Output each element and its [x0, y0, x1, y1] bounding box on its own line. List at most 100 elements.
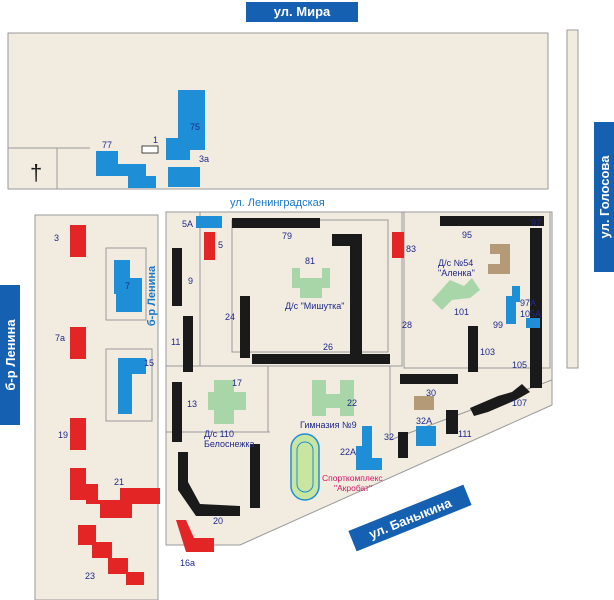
street-label-leningradskaya: ул. Ленинградская: [230, 197, 325, 209]
building-20b: [250, 444, 260, 508]
building-5A: [196, 216, 222, 228]
label-ds-mishutka: Д/с "Мишутка": [285, 301, 345, 311]
label-77: 77: [102, 140, 112, 150]
label-sport2: "Акробат": [334, 483, 372, 493]
building-32: [398, 432, 408, 458]
church-icon: †: [30, 160, 42, 185]
building-99: [506, 296, 516, 324]
street-label-lenina: б-р Ленина: [3, 319, 18, 391]
label-7a: 7а: [55, 333, 65, 343]
label-75: 75: [190, 122, 200, 132]
label-95: 95: [462, 230, 472, 240]
building-105A: [526, 318, 540, 328]
building-19: [70, 418, 86, 450]
label-79: 79: [282, 231, 292, 241]
street-banner-golosova: ул. Голосова: [594, 122, 614, 272]
label-107: 107: [512, 398, 527, 408]
label-ds110-name: Белоснежка: [204, 439, 255, 449]
label-81: 81: [305, 256, 315, 266]
building-83: [392, 232, 404, 258]
label-105A: 105А: [520, 309, 541, 319]
street-label-mira: ул. Мира: [274, 4, 331, 19]
building-service-30: [414, 396, 434, 410]
stadium: [290, 433, 320, 501]
label-83: 83: [406, 244, 416, 254]
label-22: 22: [347, 398, 357, 408]
building-21: [70, 468, 160, 518]
label-7: 7: [125, 281, 130, 291]
label-3a: 3а: [199, 154, 209, 164]
label-17: 17: [232, 378, 242, 388]
label-3: 3: [54, 233, 59, 243]
building-3: [70, 225, 86, 257]
building-7a: [70, 327, 86, 359]
label-21: 21: [114, 477, 124, 487]
building-22A: [356, 426, 382, 470]
label-gymnasium: Гимназия №9: [300, 420, 357, 430]
label-20: 20: [213, 516, 223, 526]
building-79: [232, 218, 320, 228]
building-9: [172, 248, 182, 306]
label-5A: 5А: [182, 219, 193, 229]
building-75: [166, 90, 205, 160]
building-101: [432, 278, 480, 310]
label-11: 11: [171, 337, 180, 347]
building-26: [252, 354, 390, 364]
building-3a: [168, 167, 200, 187]
street-label-lenina-inner: б-р Ленина: [146, 265, 158, 326]
building-service-north: [488, 244, 510, 274]
building-95: [440, 216, 544, 226]
label-99: 99: [493, 320, 503, 330]
label-101: 101: [454, 307, 469, 317]
label-ds54-name: "Аленка": [438, 268, 475, 278]
building-22: [312, 380, 354, 416]
label-9: 9: [188, 276, 193, 286]
strip-east: [566, 29, 579, 369]
building-7: [114, 260, 142, 312]
building-13: [172, 382, 182, 442]
label-103: 103: [480, 347, 495, 357]
label-97: 97: [531, 218, 541, 228]
building-1: [141, 145, 159, 154]
building-16a: [176, 520, 214, 552]
building-77: [96, 151, 156, 188]
residential-buildings: [172, 216, 544, 516]
label-ds54: Д/с №54: [438, 258, 473, 268]
building-28: [332, 234, 362, 356]
kindergarten-buildings: [208, 268, 480, 424]
label-111: 111: [458, 429, 472, 439]
label-28: 28: [402, 320, 412, 330]
building-20: [178, 452, 240, 516]
label-26: 26: [323, 342, 333, 352]
building-11: [183, 316, 193, 372]
label-105: 105: [512, 360, 527, 370]
building-107: [470, 384, 530, 416]
label-23: 23: [85, 571, 95, 581]
label-19: 19: [58, 430, 68, 440]
building-30: [400, 374, 458, 384]
label-30: 30: [426, 388, 436, 398]
building-111: [446, 410, 458, 434]
building-24: [240, 296, 250, 358]
label-24: 24: [225, 312, 235, 322]
building-15: [118, 358, 146, 414]
building-81: [292, 268, 330, 298]
street-banner-banykina: ул. Баныкина: [348, 484, 472, 552]
label-sport1: Спорткомплекс: [322, 473, 383, 483]
label-22A: 22А: [340, 447, 356, 457]
blocks: [7, 29, 579, 600]
building-17: [208, 380, 246, 424]
building-97A: [512, 286, 520, 302]
label-ds110: Д/с 110: [204, 429, 234, 439]
building-103: [468, 326, 478, 372]
building-32A: [416, 426, 436, 446]
building-23: [78, 525, 144, 585]
street-banner-lenina: б-р Ленина: [0, 285, 20, 425]
label-32: 32: [384, 432, 394, 442]
building-5: [204, 232, 215, 260]
block-north: [7, 32, 549, 190]
street-label-golosova: ул. Голосова: [597, 155, 612, 239]
street-banner-mira: ул. Мира: [246, 2, 358, 22]
